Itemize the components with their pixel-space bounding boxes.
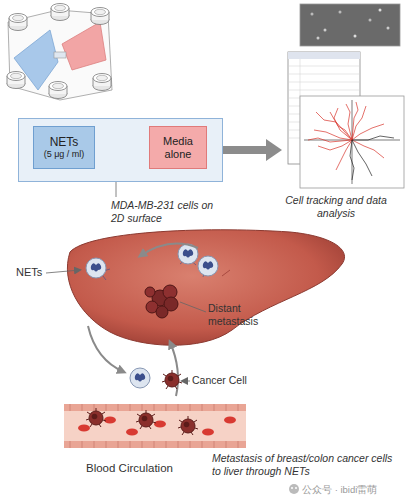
art-shape — [352, 136, 394, 140]
art-shape — [288, 66, 360, 67]
blood-vessel — [64, 404, 246, 448]
art-shape — [145, 287, 155, 297]
nets-label: NETs — [16, 266, 48, 279]
box-label: Media alone — [150, 135, 206, 161]
art-shape — [182, 381, 190, 382]
art-shape — [104, 417, 116, 424]
art-shape — [198, 256, 218, 276]
art-shape — [336, 140, 352, 170]
art-shape — [86, 408, 106, 427]
art-shape — [202, 429, 214, 436]
art-shape — [288, 90, 360, 91]
metastasis-label: Distant metastasis — [208, 302, 272, 328]
art-shape — [317, 37, 320, 40]
art-shape — [91, 8, 109, 25]
art-shape — [224, 417, 236, 424]
liver-illustration — [46, 230, 345, 396]
art-shape — [54, 52, 66, 58]
flow-chamber: MDA-MB-231 cells on 2D surfaceNETs(5 μg … — [18, 118, 223, 182]
art-shape — [46, 270, 80, 273]
cancer-cell-label: Cancer Cell — [192, 374, 264, 387]
art-shape — [288, 74, 360, 75]
art-shape — [324, 29, 327, 32]
art-shape — [51, 4, 69, 21]
art-shape — [86, 258, 106, 278]
art-shape — [300, 96, 404, 188]
art-shape — [289, 484, 299, 494]
box-heading: NETs — [50, 135, 79, 149]
art-shape — [9, 14, 27, 31]
art-shape — [88, 326, 124, 372]
art-shape — [288, 52, 360, 59]
art-shape — [93, 74, 111, 91]
art-shape — [369, 19, 372, 22]
art-shape — [295, 487, 297, 489]
art-shape — [62, 22, 106, 70]
art-shape — [352, 124, 384, 140]
art-shape — [156, 306, 168, 318]
box-concentration: (5 μg / ml) — [44, 149, 85, 160]
art-shape — [64, 404, 246, 411]
art-shape — [291, 487, 293, 489]
art-shape — [140, 244, 198, 257]
art-shape — [350, 140, 354, 180]
art-shape — [311, 13, 314, 16]
art-shape — [162, 370, 182, 389]
vessel-label: Blood Circulation — [86, 462, 206, 475]
art-shape — [352, 140, 372, 176]
analysis-screens — [288, 4, 404, 188]
art-shape — [180, 302, 206, 312]
art-shape — [126, 429, 138, 436]
art-shape — [350, 136, 394, 180]
nets-reservoir: NETs(5 μg / ml) — [33, 126, 95, 169]
flow-arrow — [223, 139, 282, 161]
art-shape — [67, 230, 344, 345]
art-shape — [64, 441, 246, 448]
art-shape — [387, 27, 390, 30]
art-shape — [178, 416, 198, 435]
art-shape — [334, 108, 352, 140]
figure-caption: Metastasis of breast/colon cancer cells … — [212, 452, 397, 478]
media-reservoir: Media alone — [149, 126, 207, 169]
art-shape — [7, 72, 25, 89]
watermark: 公众号 · ibidi雷萌 — [302, 483, 408, 496]
art-shape — [49, 82, 67, 99]
cells-label: MDA-MB-231 cells on 2D surface — [111, 199, 215, 225]
art-shape — [154, 421, 166, 428]
art-shape — [130, 368, 150, 388]
art-shape — [308, 102, 384, 170]
slide-illustration — [7, 4, 112, 101]
tumor — [145, 285, 178, 318]
art-shape — [379, 9, 382, 12]
analysis-panel: Cell tracking and data analysis — [282, 2, 407, 220]
art-shape — [352, 102, 358, 140]
art-shape — [288, 82, 360, 83]
art-shape — [70, 404, 238, 448]
watermark-icon — [289, 484, 299, 494]
art-shape — [339, 11, 342, 14]
art-shape — [354, 35, 357, 38]
art-shape — [64, 404, 246, 448]
art-shape — [78, 425, 90, 432]
art-shape — [308, 138, 352, 142]
art-shape — [300, 4, 400, 46]
analysis-label: Cell tracking and data analysis — [282, 194, 390, 220]
art-shape — [136, 410, 156, 429]
